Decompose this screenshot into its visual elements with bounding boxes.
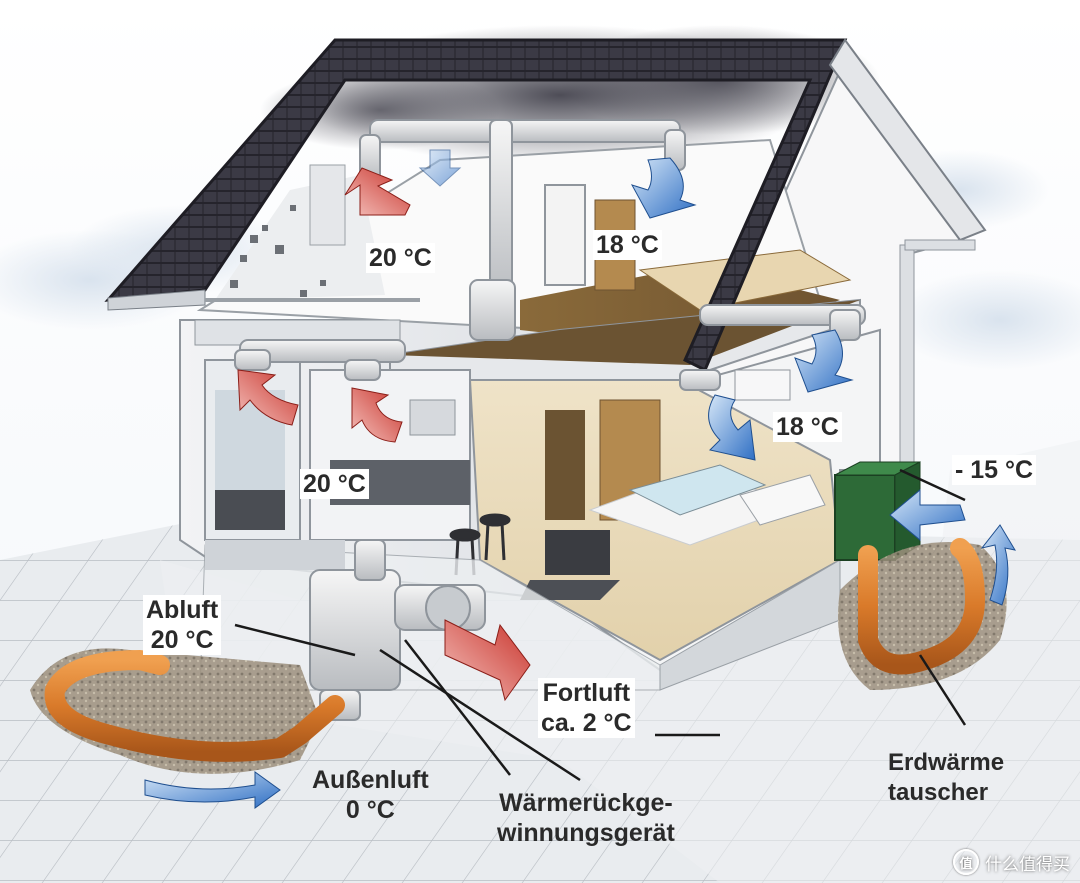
earth-pipes (30, 538, 1007, 774)
roof (104, 38, 987, 466)
exhaust-air-label: Abluft 20 °C (143, 595, 222, 655)
geothermal-exchanger-label: Erdwärme tauscher (888, 748, 1004, 808)
outgoing-air-title: Fortluft (542, 679, 631, 707)
kitchen-temp-label: 20 °C (300, 469, 369, 499)
bathroom-temp-label: 20 °C (366, 243, 435, 273)
watermark: 值 什么值得买 (953, 849, 1070, 875)
heat-recovery-line-2: winnungsgerät (497, 819, 675, 847)
ground-floor-rooms (204, 359, 842, 662)
leader-lines (234, 468, 967, 782)
heat-recovery-line-1: Wärmerückge- (499, 789, 673, 817)
exhaust-air-title: Abluft (146, 596, 219, 624)
heat-recovery-unit-label: Wärmerückge- winnungsgerät (497, 788, 675, 848)
outside-air-label: Außenluft 0 °C (312, 765, 429, 825)
outdoor-temp-label: - 15 °C (952, 455, 1037, 485)
warm-air-arrows (237, 167, 531, 702)
outgoing-air-temp: ca. 2 °C (541, 709, 632, 737)
watermark-text: 什么值得买 (985, 854, 1070, 875)
exhaust-air-temp: 20 °C (150, 626, 214, 654)
ventilation-ducts (234, 119, 866, 721)
geothermal-line-1: Erdwärme (888, 749, 1005, 776)
bedroom-temp-label: 18 °C (593, 230, 662, 260)
outgoing-air-label: Fortluft ca. 2 °C (538, 678, 635, 738)
outside-air-title: Außenluft (312, 766, 429, 794)
living-room-temp-label: 18 °C (773, 412, 842, 442)
outside-air-temp: 0 °C (345, 796, 395, 824)
geothermal-line-2: tauscher (888, 779, 989, 806)
watermark-logo: 值 (953, 849, 979, 875)
cool-air-arrows (144, 149, 1017, 809)
